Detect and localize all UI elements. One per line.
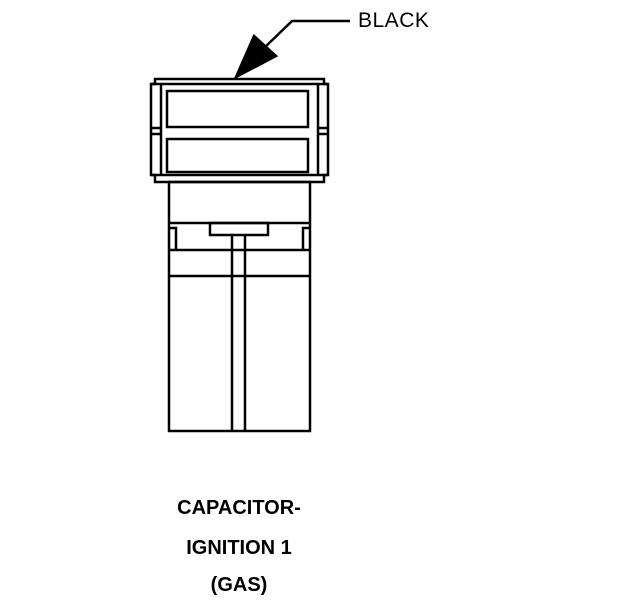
center-latch-tab [208, 221, 270, 237]
connector-head-outline [149, 77, 330, 184]
caption-line-3: (GAS) [210, 574, 268, 596]
callout-leader-line [261, 19, 350, 51]
caption-line-1: CAPACITOR- [177, 497, 301, 519]
terminal-slot-2 [165, 137, 310, 174]
caption-line-2: IGNITION 1 [186, 537, 292, 559]
latch-notch-left [169, 226, 178, 250]
latch-notch-right [301, 226, 310, 250]
callout-arrowhead [233, 33, 279, 80]
connector-body-outline [167, 180, 312, 433]
wire-color-label: BLACK [358, 9, 430, 32]
terminal-slot-1 [165, 89, 310, 129]
